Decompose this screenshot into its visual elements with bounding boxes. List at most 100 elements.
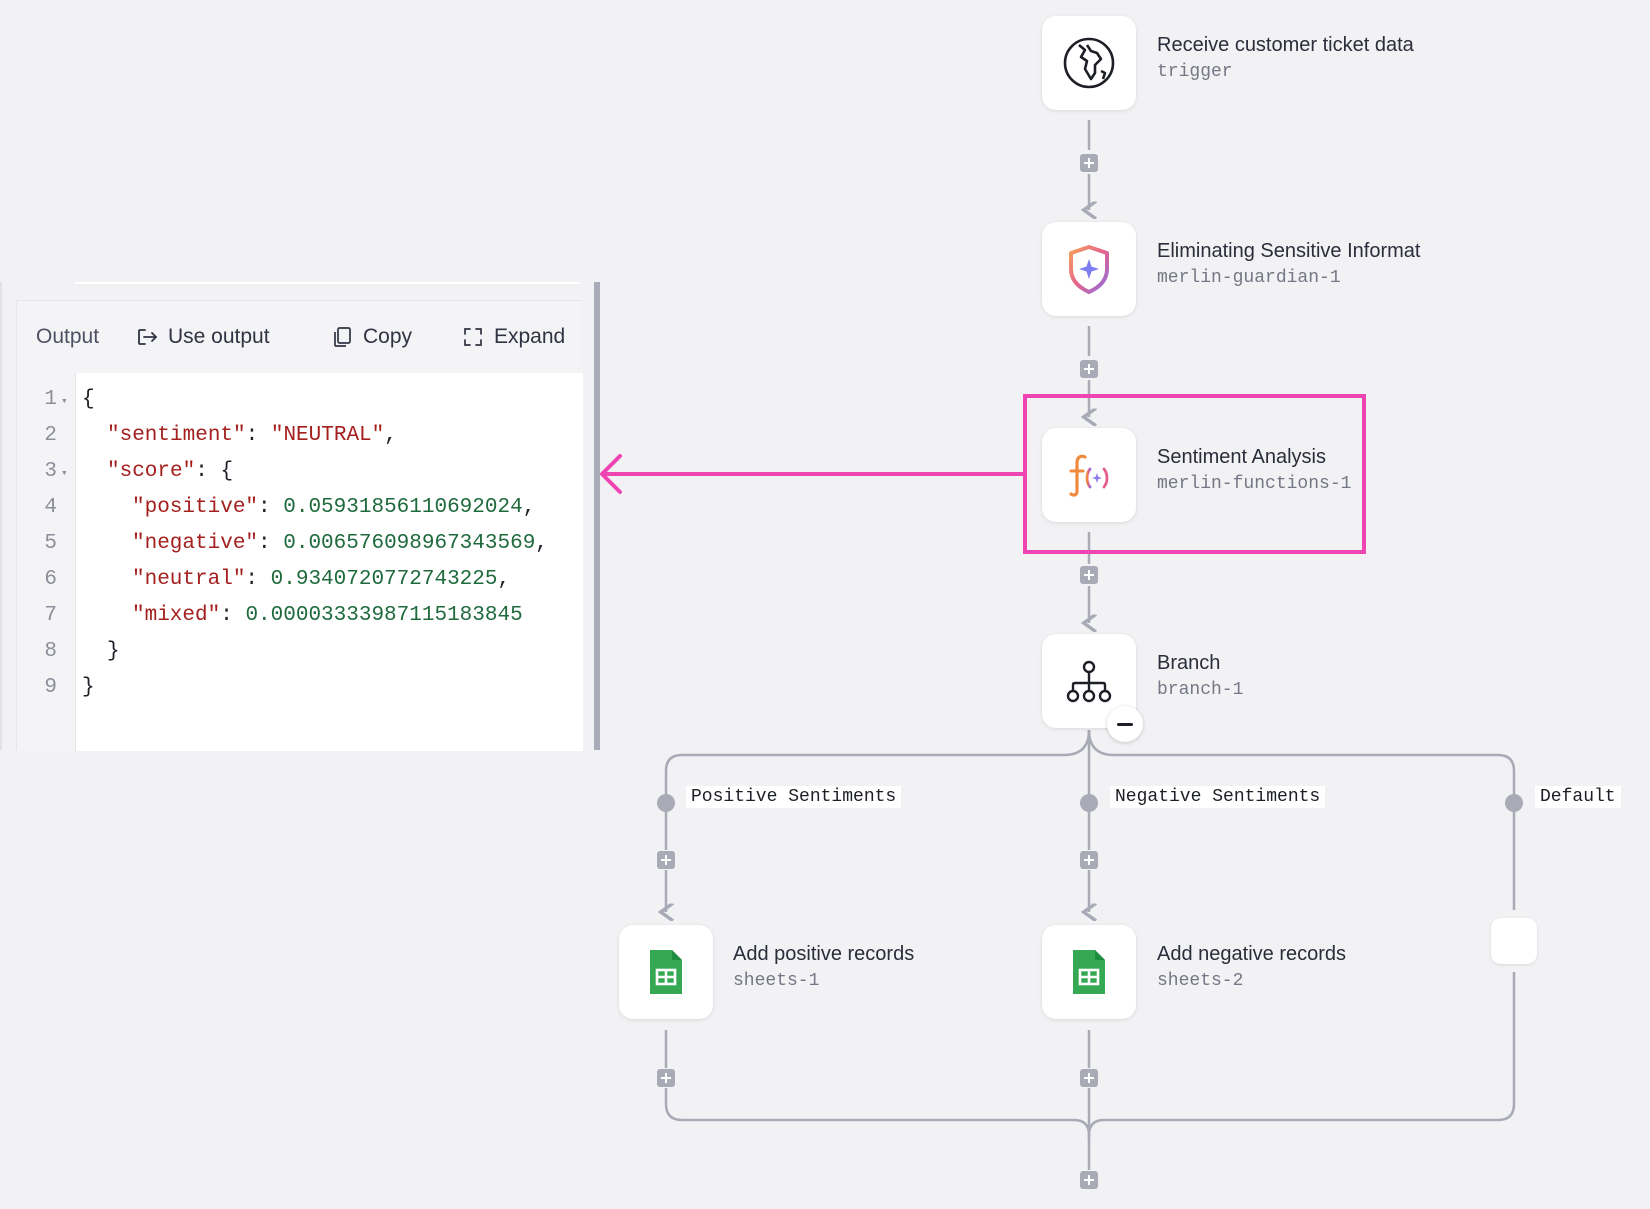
node-subtitle: branch-1 bbox=[1157, 680, 1244, 700]
output-panel: Output Use output Copy Expand 1 ▾ {2"senti… bbox=[16, 300, 583, 751]
copy-icon bbox=[334, 327, 351, 347]
line-number: 3 bbox=[44, 459, 57, 483]
code-text: "positive": 0.05931856110692024, bbox=[132, 496, 535, 519]
code-line: 7 "mixed": 0.00003333987115183845 bbox=[17, 597, 583, 633]
branch-handle[interactable] bbox=[1080, 794, 1098, 812]
default-empty-step[interactable] bbox=[1491, 918, 1537, 964]
add-step-button[interactable] bbox=[1080, 1171, 1098, 1189]
trigger-node-card[interactable] bbox=[1042, 16, 1136, 110]
node-subtitle: sheets-1 bbox=[733, 971, 820, 991]
json-separator: : bbox=[258, 495, 284, 519]
json-bracket: { bbox=[82, 387, 95, 411]
add-step-button[interactable] bbox=[657, 1069, 675, 1087]
json-number-value: 0.05931856110692024 bbox=[283, 495, 523, 519]
code-text: "neutral": 0.9340720772743225, bbox=[132, 568, 510, 591]
panel-resize-handle[interactable] bbox=[594, 282, 600, 750]
code-text: } bbox=[82, 676, 95, 699]
json-key: "positive" bbox=[132, 495, 259, 519]
node-subtitle: merlin-functions-1 bbox=[1157, 474, 1352, 494]
code-text: "score": { bbox=[107, 460, 233, 483]
shield-sparkle-icon bbox=[1069, 245, 1109, 294]
sheets-2-node-card[interactable] bbox=[1042, 925, 1136, 1019]
sheets-icon bbox=[650, 950, 682, 994]
line-number: 5 bbox=[44, 531, 57, 555]
add-step-button[interactable] bbox=[657, 851, 675, 869]
globe-icon bbox=[1063, 37, 1115, 89]
sentiment-node-card[interactable] bbox=[1042, 428, 1136, 522]
branch-handle[interactable] bbox=[1505, 794, 1523, 812]
code-line: 4 "positive": 0.05931856110692024, bbox=[17, 489, 583, 525]
fold-toggle-icon[interactable]: ▾ bbox=[61, 396, 68, 408]
output-toolbar: Output Use output Copy Expand bbox=[17, 301, 583, 373]
add-step-button[interactable] bbox=[1080, 1069, 1098, 1087]
node-title: Branch bbox=[1157, 652, 1221, 674]
line-number: 7 bbox=[44, 603, 57, 627]
code-line: 2"sentiment": "NEUTRAL", bbox=[17, 417, 583, 453]
node-subtitle: merlin-guardian-1 bbox=[1157, 268, 1341, 288]
json-editor[interactable]: 1 ▾ {2"sentiment": "NEUTRAL", 3 ▾ "score": { 4… bbox=[17, 373, 583, 751]
node-title: Sentiment Analysis bbox=[1157, 446, 1326, 468]
highlight-frame bbox=[1023, 394, 1366, 554]
json-punctuation: { bbox=[220, 459, 234, 483]
json-string-value: "NEUTRAL" bbox=[270, 423, 385, 447]
add-step-button[interactable] bbox=[1080, 851, 1098, 869]
json-punctuation: , bbox=[497, 567, 511, 591]
json-punctuation: , bbox=[535, 531, 548, 555]
node-title: Add positive records bbox=[733, 943, 915, 965]
panel-top-divider bbox=[75, 282, 580, 284]
expand-button[interactable]: Expand bbox=[461, 301, 565, 373]
copy-label: Copy bbox=[363, 325, 413, 348]
branch-label-negative[interactable]: Negative Sentiments bbox=[1110, 786, 1326, 808]
node-subtitle: trigger bbox=[1157, 62, 1233, 82]
json-punctuation: , bbox=[522, 495, 536, 519]
json-number-value: 0.006576098967343569 bbox=[283, 531, 536, 555]
output-label: Output bbox=[36, 325, 100, 348]
json-separator: : bbox=[245, 567, 271, 591]
line-number: 8 bbox=[44, 639, 57, 663]
line-number: 4 bbox=[44, 495, 57, 519]
json-bracket: } bbox=[107, 639, 120, 663]
expand-label: Expand bbox=[494, 325, 566, 348]
add-step-button[interactable] bbox=[1080, 360, 1098, 378]
expand-icon bbox=[464, 328, 482, 346]
branch-node-card[interactable] bbox=[1042, 634, 1136, 728]
code-line: 3 ▾ "score": { bbox=[17, 453, 583, 489]
branch-label-default[interactable]: Default bbox=[1535, 786, 1621, 808]
code-text: "sentiment": "NEUTRAL", bbox=[107, 424, 397, 447]
json-key: "negative" bbox=[132, 531, 259, 555]
branch-handle[interactable] bbox=[657, 794, 675, 812]
node-title: Add negative records bbox=[1157, 943, 1347, 965]
add-step-button[interactable] bbox=[1080, 154, 1098, 172]
code-text: "mixed": 0.00003333987115183845 bbox=[132, 604, 523, 627]
fold-toggle-icon[interactable]: ▾ bbox=[61, 468, 68, 480]
use-output-button[interactable]: Use output bbox=[135, 301, 270, 373]
code-line: 5 "negative": 0.006576098967343569, bbox=[17, 525, 583, 561]
code-text: "negative": 0.006576098967343569, bbox=[132, 532, 548, 555]
json-key: "mixed" bbox=[132, 603, 221, 627]
branch-label-positive[interactable]: Positive Sentiments bbox=[686, 786, 902, 808]
sheets-1-node-card[interactable] bbox=[619, 925, 713, 1019]
guardian-node-card[interactable] bbox=[1042, 222, 1136, 316]
json-key: "sentiment" bbox=[107, 423, 246, 447]
json-separator: : bbox=[220, 603, 246, 627]
line-number: 1 bbox=[44, 387, 57, 411]
panel-left-edge bbox=[0, 282, 2, 750]
use-output-label: Use output bbox=[168, 325, 270, 348]
use-output-icon bbox=[138, 329, 157, 345]
json-punctuation: , bbox=[384, 423, 397, 447]
json-number-value: 0.9340720772743225 bbox=[270, 567, 498, 591]
json-bracket: } bbox=[82, 675, 95, 699]
code-line: 1 ▾ { bbox=[17, 381, 583, 417]
collapse-branch-button[interactable] bbox=[1107, 706, 1143, 742]
json-separator: : bbox=[245, 423, 271, 447]
code-text: } bbox=[107, 640, 120, 663]
add-step-button[interactable] bbox=[1080, 566, 1098, 584]
json-separator: : bbox=[195, 459, 221, 483]
code-line: 6"neutral": 0.9340720772743225, bbox=[17, 561, 583, 597]
line-number: 9 bbox=[44, 675, 57, 699]
json-key: "neutral" bbox=[132, 567, 246, 591]
line-gutter bbox=[17, 373, 76, 751]
code-text: { bbox=[82, 388, 95, 411]
node-subtitle: sheets-2 bbox=[1157, 971, 1244, 991]
copy-button[interactable]: Copy bbox=[330, 301, 412, 373]
